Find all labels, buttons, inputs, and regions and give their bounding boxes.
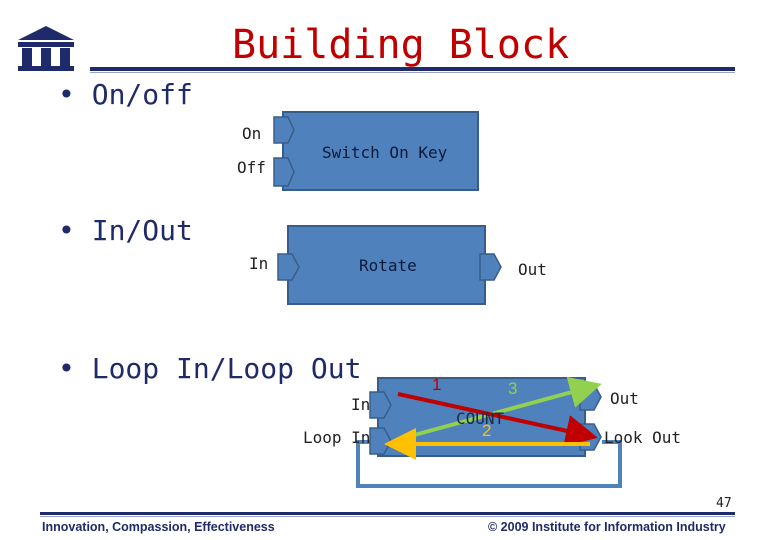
switch-on-label: On xyxy=(242,124,262,143)
loop-feedback-line xyxy=(356,440,622,488)
arrow-label-3: 3 xyxy=(508,379,518,398)
bullet-in-out: • In/Out xyxy=(58,214,193,247)
page-title: Building Block xyxy=(232,22,570,68)
switch-off-port xyxy=(273,157,295,187)
page-number: 47 xyxy=(716,496,732,511)
footer-rule-shadow xyxy=(40,516,735,517)
loop-lookout-label: Look Out xyxy=(604,428,682,447)
switch-on-port xyxy=(273,116,295,144)
loop-in-port xyxy=(369,391,392,419)
arrow-label-1: 1 xyxy=(432,375,442,394)
switch-block-label: Switch On Key xyxy=(322,143,448,162)
logo-icon xyxy=(18,26,74,71)
bullet-loop: • Loop In/Loop Out xyxy=(58,352,362,385)
bullet-loop-text: Loop In/Loop Out xyxy=(91,352,362,385)
switch-off-label: Off xyxy=(237,158,266,177)
arrow-green xyxy=(395,376,602,442)
switch-block xyxy=(273,111,479,191)
arrow-label-2: 2 xyxy=(482,421,492,440)
bullet-on-off: • On/off xyxy=(58,78,193,111)
rotate-block xyxy=(277,225,502,305)
loop-in-label: In xyxy=(351,395,371,414)
loop-block-label: COUNT xyxy=(456,409,505,428)
arrow-red xyxy=(397,392,598,447)
header-rule-shadow xyxy=(90,72,735,73)
footer-rule xyxy=(40,512,735,515)
loop-loopin-label: Loop In xyxy=(303,428,371,447)
loop-lookout-port xyxy=(579,423,602,451)
rotate-in-port xyxy=(277,253,300,281)
rotate-out-label: Out xyxy=(518,260,547,279)
header-rule xyxy=(90,67,735,71)
bullet-on-off-text: On/off xyxy=(91,78,193,111)
footer-tagline: Innovation, Compassion, Effectiveness xyxy=(42,520,275,534)
loop-out-label: Out xyxy=(610,389,639,408)
bullet-in-out-text: In/Out xyxy=(91,214,193,247)
rotate-out-port xyxy=(479,253,502,281)
rotate-block-label: Rotate xyxy=(359,256,417,275)
rotate-in-label: In xyxy=(249,254,269,273)
footer-copyright: © 2009 Institute for Information Industr… xyxy=(488,520,726,534)
